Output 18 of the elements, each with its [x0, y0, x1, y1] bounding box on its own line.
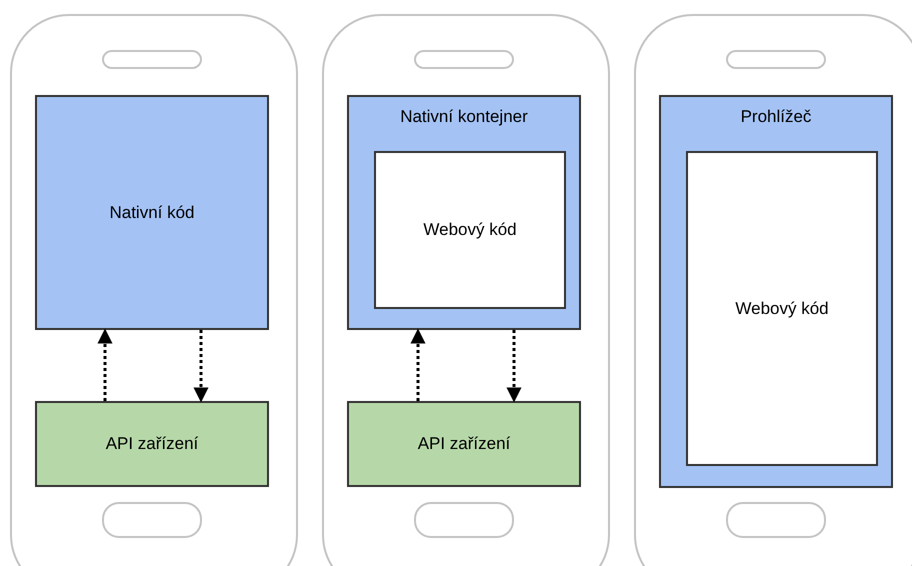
block-box [347, 401, 581, 487]
arrow [410, 328, 426, 401]
block-box [35, 401, 269, 487]
box-heading: Nativní kontejner [400, 107, 528, 127]
block-box [35, 95, 269, 330]
container-box [659, 95, 893, 488]
box-label: Webový kód [735, 298, 829, 318]
arrow [98, 328, 112, 401]
box-label: Nativní kód [109, 202, 195, 222]
block-box [686, 151, 878, 466]
box-label: API zařízení [418, 434, 510, 454]
box-label: Webový kód [423, 220, 517, 240]
box-label: API zařízení [106, 434, 198, 454]
box-heading: Prohlížeč [740, 107, 812, 127]
container-box [347, 95, 581, 330]
arrow [506, 330, 522, 402]
block-box [374, 151, 566, 309]
arrow [194, 330, 208, 402]
